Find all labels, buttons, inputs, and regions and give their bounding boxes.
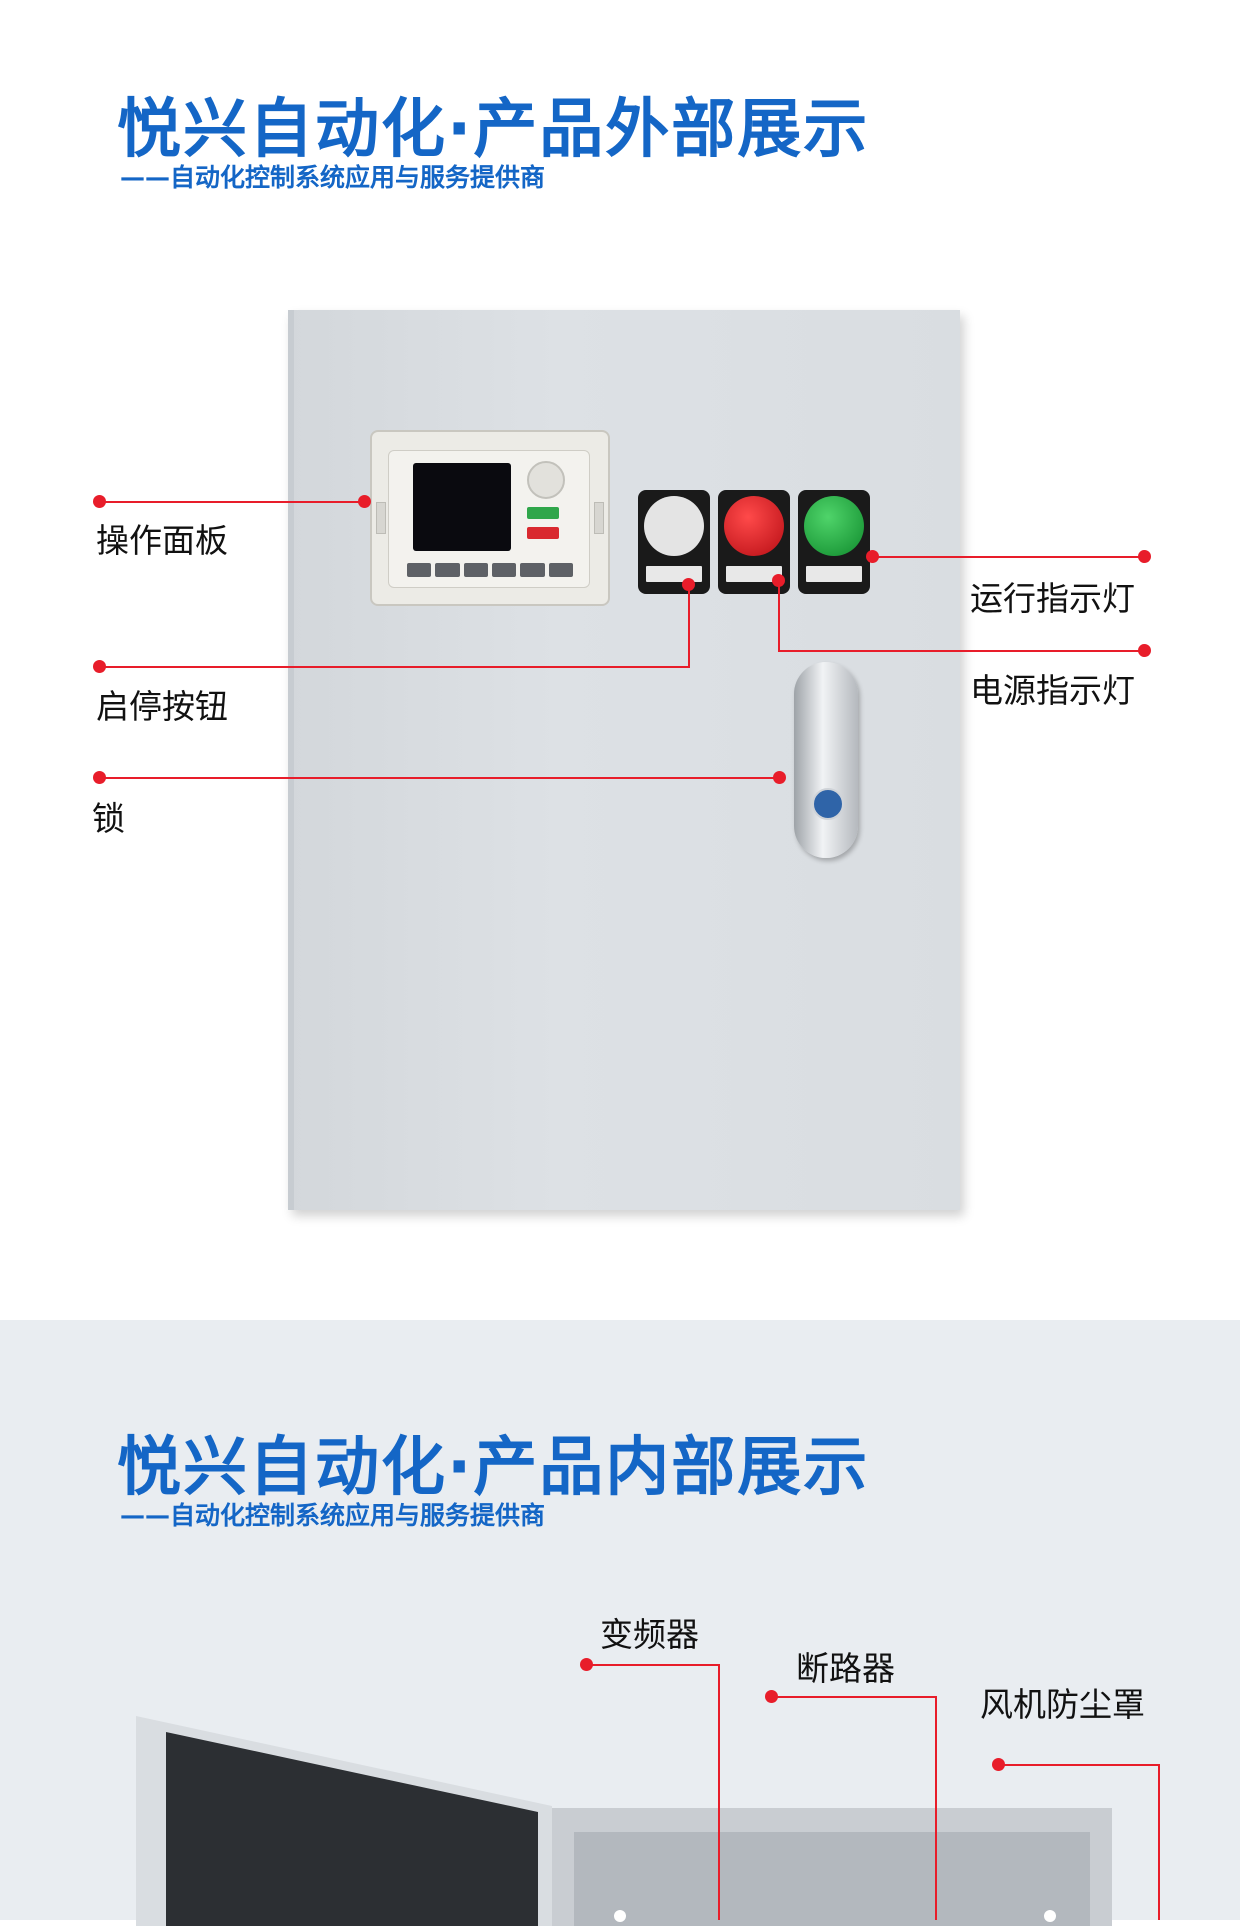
callout-line [771,1696,937,1698]
screw [614,1910,626,1922]
potentiometer-knob [527,461,565,499]
callout-line [100,666,690,668]
mounting-plate [574,1832,1090,1926]
keypad-key [491,563,517,577]
interior-title: 悦兴自动化·产品内部展示 [117,1431,870,1505]
callout-dot [682,578,695,591]
label-plate [726,566,782,582]
screw [1044,1910,1056,1922]
callout-line [998,1764,1160,1766]
callout-line [586,1664,720,1666]
cabinet-exterior-image [288,310,960,1210]
lcd-display [413,463,511,551]
callout-dot [1138,550,1151,563]
callout-line [778,580,780,650]
green-lamp [804,496,864,556]
label-breaker: 断路器 [796,1649,895,1688]
interior-section: 悦兴自动化·产品内部展示 ——自动化控制系统应用与服务提供商 变频器 断路器 风… [0,1320,1240,1926]
door-inner [166,1732,538,1926]
door-lock-image [794,662,858,858]
label-inverter: 变频器 [600,1615,699,1654]
green-indicator-image [798,490,870,594]
callout-dot [1138,644,1151,657]
label-lock: 锁 [92,799,125,838]
exterior-section: 悦兴自动化·产品外部展示 ——自动化控制系统应用与服务提供商 [92,93,1151,1210]
stop-key [527,527,559,539]
cabinet-edge [288,310,294,1210]
keypad-key [548,563,573,577]
keypad-key [435,563,460,577]
keypad-key [407,563,432,577]
callout-line [688,584,690,668]
keypad-row [407,563,573,577]
callout-dot [93,495,106,508]
callout-dot [358,495,371,508]
callout-dot [93,771,106,784]
keyhole [812,788,844,820]
label-run-indicator: 运行指示灯 [970,579,1135,618]
label-plate [806,566,862,582]
keypad-key [520,563,545,577]
exterior-title: 悦兴自动化·产品外部展示 [117,93,870,167]
cabinet-body [552,1808,1112,1926]
run-key [527,507,559,519]
callout-line [1158,1764,1160,1920]
callout-dot [93,660,106,673]
keypad-key [463,563,488,577]
callout-line [100,501,364,503]
red-lamp [724,496,784,556]
label-operation-panel: 操作面板 [96,521,228,560]
panel-clip [594,502,604,534]
label-power-indicator: 电源指示灯 [970,671,1135,710]
label-start-stop-button: 启停按钮 [96,687,228,726]
callout-line [778,650,1144,652]
callout-line [100,777,780,779]
callout-dot [773,771,786,784]
label-fan-dust-cover: 风机防尘罩 [980,1685,1145,1724]
interior-subtitle: ——自动化控制系统应用与服务提供商 [120,1501,546,1530]
cabinet-interior-image [136,1716,1116,1926]
panel-clip [376,502,386,534]
selector-cap [644,496,704,556]
callout-line [935,1696,937,1920]
callout-line [718,1664,720,1920]
operation-panel-image [370,430,610,606]
exterior-subtitle: ——自动化控制系统应用与服务提供商 [120,163,546,192]
panel-face [388,450,590,588]
selector-switch-image [638,490,710,594]
callout-line [872,556,1144,558]
